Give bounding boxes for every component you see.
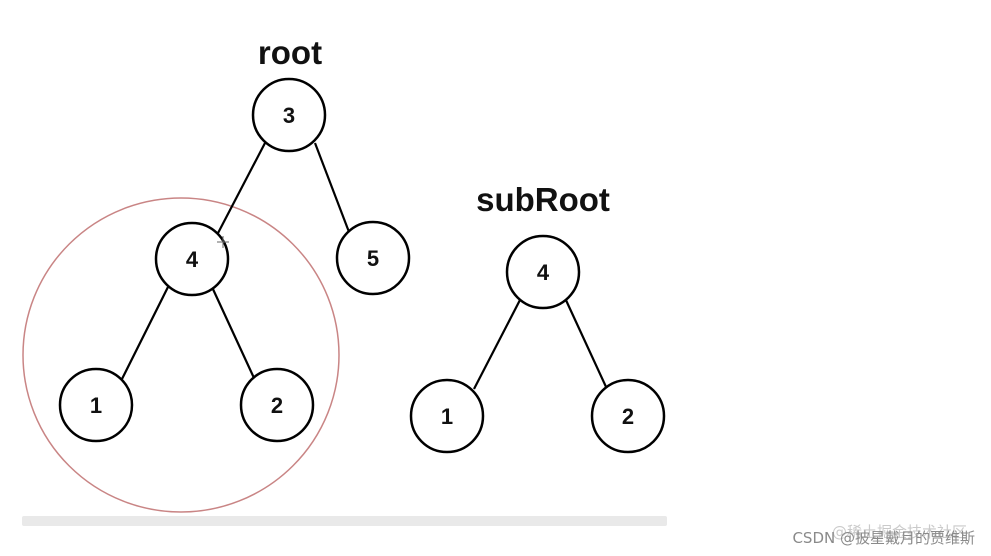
node-value: 3 [283, 103, 295, 128]
root-tree-node-1: 1 [58, 367, 134, 443]
subtree-highlight-ring [22, 197, 340, 513]
node-circle [154, 221, 230, 297]
cursor-crosshair-icon [217, 236, 229, 248]
watermark-overlay-text: @稀土掘金技术社区 [831, 523, 967, 541]
node-value: 4 [186, 247, 199, 272]
node-circle [590, 378, 666, 454]
csdn-watermark: CSDN @披星戴月的贾维斯 [792, 529, 975, 547]
subroot-tree-node-2: 2 [590, 378, 666, 454]
node-value: 1 [441, 404, 453, 429]
root-tree-node-2: 2 [239, 367, 315, 443]
node-circle [239, 367, 315, 443]
node-circle [505, 234, 581, 310]
node-value: 1 [90, 393, 102, 418]
node-value: 4 [537, 260, 550, 285]
node-circle [409, 378, 485, 454]
edge-s4-s2 [564, 297, 608, 390]
edge-r3-r5 [313, 142, 351, 233]
subroot-tree-node-4: 4 [505, 234, 581, 310]
horizontal-scrollbar[interactable] [22, 516, 667, 526]
root-label: root [258, 34, 322, 71]
root-tree-node-4: 4 [154, 221, 230, 297]
edge-r4-r1 [121, 286, 169, 380]
subroot-tree-edges [473, 297, 608, 390]
node-value: 2 [271, 393, 283, 418]
subroot-tree-node-1: 1 [409, 378, 485, 454]
node-value: 5 [367, 246, 379, 271]
edge-s4-s1 [473, 297, 522, 390]
node-circle [58, 367, 134, 443]
edge-r4-r2 [211, 286, 255, 379]
node-circle [335, 220, 411, 296]
node-circle [251, 77, 327, 153]
edge-r3-r4 [216, 142, 266, 236]
root-tree-node-3: 3 [251, 77, 327, 153]
root-tree-node-5: 5 [335, 220, 411, 296]
root-tree-edges [121, 142, 351, 380]
node-value: 2 [622, 404, 634, 429]
subroot-label: subRoot [476, 181, 610, 218]
